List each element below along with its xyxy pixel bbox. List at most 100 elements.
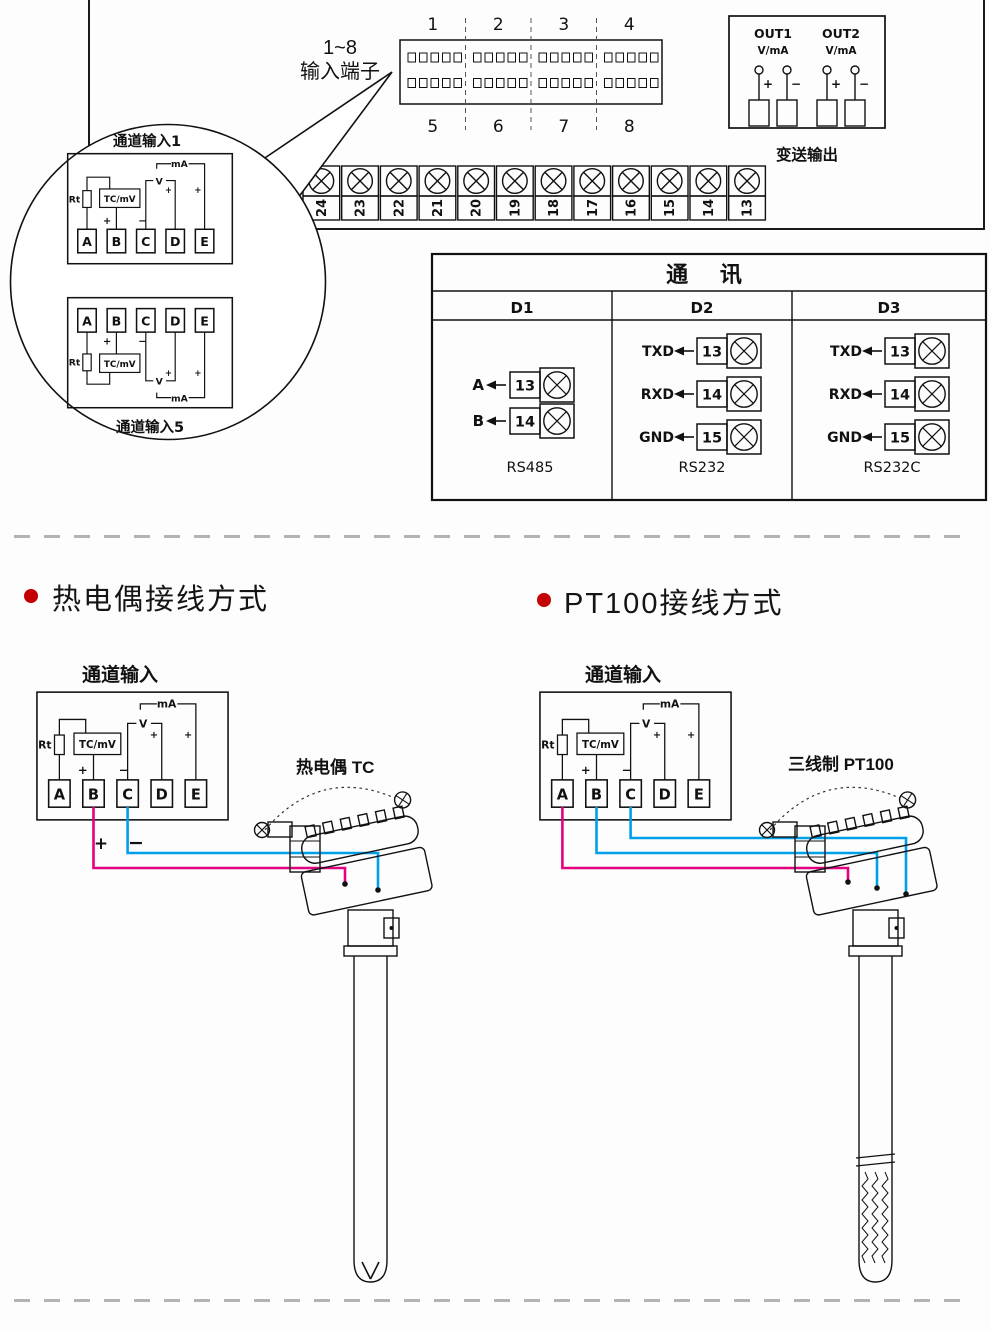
pt100-wire-b: [595, 807, 879, 888]
tc-channel-label: 通道输入: [81, 665, 158, 686]
transmit-output-box: OUT1 OUT2 V/mA V/mA + − + − 变送输出: [728, 15, 886, 164]
connector-num: 1: [427, 15, 438, 35]
minus-mark: −: [138, 216, 146, 227]
tcmv-label: TC/mV: [104, 195, 136, 205]
terminal-number: 22: [392, 199, 407, 217]
d2-row-txd: TXD 13: [642, 333, 762, 369]
terminal-a: A: [54, 786, 66, 803]
d2-row-rxd: RXD 14: [641, 376, 762, 412]
terminal-c: C: [625, 786, 636, 803]
group-separators: [465, 18, 597, 130]
terminal-number: 21: [431, 199, 446, 217]
connector-num: 6: [493, 117, 504, 137]
connector-num: 4: [624, 15, 635, 35]
signal-label: B: [473, 412, 484, 430]
tc-channel-input-box: Rt TC/mV V mA + − + + A B C D E: [36, 691, 229, 821]
terminal-a: A: [82, 313, 92, 328]
plus-mark: +: [194, 368, 201, 378]
terminal-number: 14: [890, 388, 910, 404]
plus-mark: +: [103, 216, 111, 227]
rt-label: Rt: [541, 739, 554, 752]
signal-label: RXD: [829, 387, 862, 403]
plus-mark: +: [150, 730, 158, 741]
rt-label: Rt: [69, 194, 81, 205]
terminal-number: 14: [702, 199, 717, 217]
minus-mark: −: [138, 337, 146, 348]
pt100-channel-label: 通道输入: [584, 665, 661, 686]
polarity-minus: −: [128, 832, 144, 854]
pt100-probe: [758, 786, 938, 1283]
pt100-wire-a: [561, 807, 850, 882]
rear-panel-outline: [88, 0, 985, 230]
plus-mark: +: [165, 368, 172, 378]
pt100-probe-label: 三线制 PT100: [788, 755, 894, 774]
tc-junction-mark: [361, 1261, 380, 1280]
d1-row-a: A 13: [472, 367, 575, 403]
connector-num: 8: [624, 117, 635, 137]
signal-label: TXD: [830, 344, 862, 360]
signal-label: A: [472, 376, 484, 394]
col-d3-header: D3: [878, 299, 901, 317]
bullet-icon: [537, 593, 551, 607]
terminal-number: 23: [354, 199, 369, 217]
screw-terminal-16: 16: [611, 165, 651, 221]
rt-label: Rt: [69, 358, 81, 369]
d3-row-txd: TXD 13: [830, 333, 950, 369]
tc-probe-label: 热电偶 TC: [296, 758, 375, 777]
plus-mark: +: [165, 185, 172, 195]
tc-positive-wire: [92, 807, 347, 884]
input-terminals-label: 1~8 输入端子: [282, 36, 398, 84]
tcmv-label: TC/mV: [582, 740, 619, 751]
out2-label: OUT2: [822, 26, 860, 41]
minus-mark: −: [119, 763, 129, 777]
out2-vma-label: V/mA: [825, 45, 857, 57]
signal-label: GND: [639, 430, 674, 446]
connector-num: 7: [558, 117, 569, 137]
plus-mark: +: [581, 763, 591, 777]
ma-label: mA: [171, 159, 189, 170]
screw-terminal-15: 15: [650, 165, 689, 221]
terminal-d: D: [170, 313, 180, 328]
screw-terminal-17: 17: [573, 165, 612, 221]
screw-terminal-20: 20: [457, 165, 496, 221]
terminal-number: 18: [547, 199, 562, 217]
polarity-minus: −: [859, 77, 869, 91]
col-d1-header: D1: [511, 299, 534, 317]
screw-terminal-13: 13: [728, 165, 767, 221]
rtd-element-wires: [861, 1171, 889, 1264]
screw-terminal-23: 23: [341, 165, 380, 221]
terminal-number: 15: [702, 431, 722, 447]
signal-label: RXD: [641, 387, 674, 403]
signal-label: TXD: [642, 344, 674, 360]
v-label: V: [139, 718, 148, 731]
d3-row-rxd: RXD 14: [829, 376, 950, 412]
channel5-label: 通道输入5: [116, 418, 184, 436]
terminal-e: E: [200, 234, 209, 249]
head-terminal-1: [845, 879, 851, 885]
connector-numbers-top: 1 2 3 4: [427, 15, 634, 35]
head-terminal-1: [342, 881, 348, 887]
section-divider-top: [14, 535, 972, 538]
channel-input-box-5: Rt TC/mV V mA + − + + A B C D E: [66, 296, 234, 409]
plus-mark: +: [78, 763, 88, 777]
bubble-circle: [9, 123, 327, 441]
screw-terminal-21: 21: [418, 165, 457, 221]
terminal-number: 13: [741, 199, 756, 217]
connector-numbers-bottom: 5 6 7 8: [427, 117, 634, 137]
tc-wiring: + −: [92, 807, 380, 890]
out1-label: OUT1: [754, 26, 792, 41]
terminal-d: D: [170, 234, 180, 249]
polarity-plus: +: [763, 77, 773, 91]
terminal-b: B: [591, 786, 602, 803]
channel-input-box-1: Rt TC/mV V mA + − + + A B C D E: [66, 152, 234, 265]
connector-num: 5: [427, 117, 438, 137]
terminal-b: B: [112, 313, 122, 328]
head-terminal-2: [874, 885, 880, 891]
terminal-a: A: [82, 234, 92, 249]
terminal-b: B: [88, 786, 99, 803]
polarity-plus: +: [831, 77, 841, 91]
screw-terminal-18: 18: [534, 165, 573, 221]
screw-terminal-19: 19: [495, 165, 534, 221]
terminal-e: E: [694, 786, 704, 803]
